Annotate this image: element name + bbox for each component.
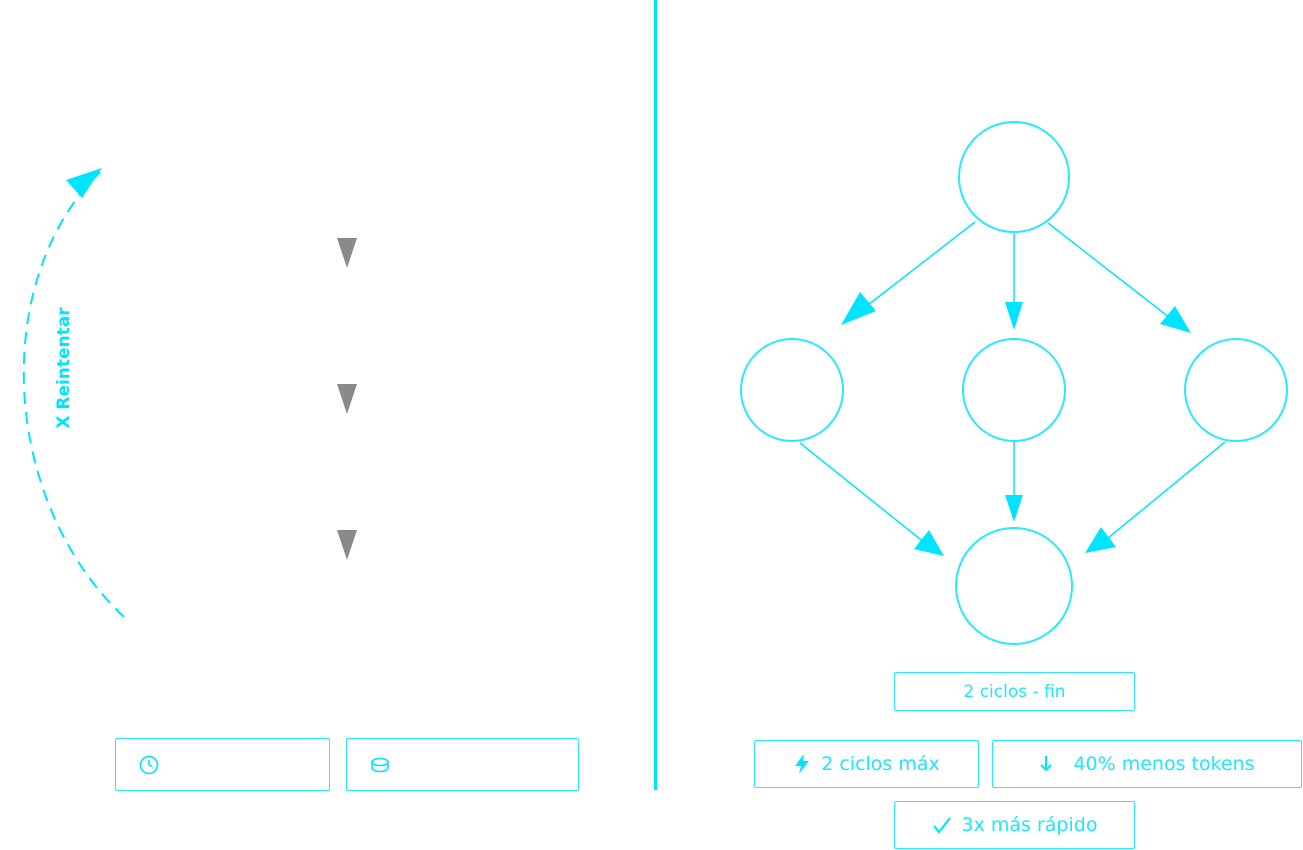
arrow-down-icon <box>1039 754 1053 774</box>
arrowhead-top-middle <box>1005 302 1023 330</box>
flow-arrow-3 <box>337 530 357 560</box>
retry-label: X Reintentar <box>54 307 74 429</box>
panel-divider <box>654 0 657 790</box>
speed-metric: 3x más rápido <box>894 801 1135 849</box>
database-icon <box>369 754 391 776</box>
edge-right-bottom <box>1101 441 1226 544</box>
lightning-icon <box>793 753 811 775</box>
time-stat-box <box>115 738 330 791</box>
edge-left-bottom <box>799 442 926 544</box>
clock-icon <box>138 754 160 776</box>
token-savings-label: 40% menos tokens <box>1073 753 1255 775</box>
result-label: 2 ciclos - fin <box>963 681 1066 702</box>
node-left <box>740 338 844 442</box>
arrowhead-middle-bottom <box>1005 495 1023 522</box>
arrowhead-left-bottom <box>914 530 944 556</box>
left-flow-diagram <box>22 168 357 618</box>
edge-top-right <box>1047 222 1171 319</box>
flow-arrow-1 <box>337 238 357 268</box>
flow-arrow-2 <box>337 384 357 414</box>
arrowhead-right-bottom <box>1085 527 1116 553</box>
arrowhead-top-left <box>841 292 876 325</box>
max-cycles-metric: 2 ciclos máx <box>754 740 979 788</box>
arrowhead-top-right <box>1160 306 1191 333</box>
speed-label: 3x más rápido <box>961 814 1098 836</box>
result-box: 2 ciclos - fin <box>894 672 1135 711</box>
node-bottom <box>955 527 1073 645</box>
node-middle <box>962 338 1066 442</box>
storage-stat-box <box>346 738 579 791</box>
checkmark-icon <box>932 815 952 835</box>
token-savings-metric: 40% menos tokens <box>992 740 1302 788</box>
node-right <box>1184 338 1288 442</box>
node-top <box>958 121 1070 233</box>
edge-top-left <box>854 221 976 316</box>
max-cycles-label: 2 ciclos máx <box>821 753 940 775</box>
retry-arc <box>22 171 125 618</box>
retry-arrowhead <box>66 168 102 198</box>
